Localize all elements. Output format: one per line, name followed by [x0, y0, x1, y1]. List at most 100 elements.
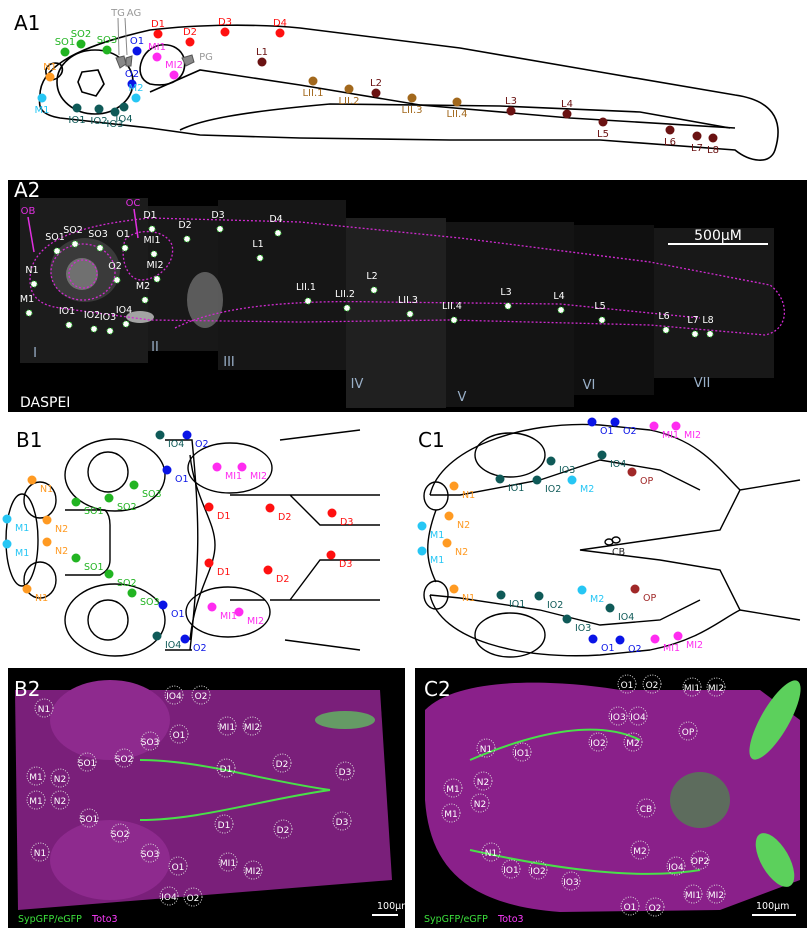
b2-neuromast-label: SO1 [80, 815, 99, 825]
a1-neuromast-dot [132, 46, 142, 56]
b1-neuromast-label: D2 [278, 512, 291, 523]
b1-neuromast-label: SO3 [142, 489, 162, 500]
c1-neuromast-dot [495, 474, 505, 484]
b1-neuromast-dot [42, 537, 52, 547]
a1-neuromast-dot [452, 97, 462, 107]
neuromast-outline [140, 731, 160, 751]
b2-neuromast-label: D3 [336, 818, 349, 828]
neuromast-outline [501, 859, 521, 879]
a1-neuromast-dot [60, 47, 70, 57]
c1-neuromast-label: IO1 [508, 483, 524, 494]
neuromast-outline [528, 860, 548, 880]
a1-neuromast-label: N1 [43, 62, 57, 73]
c1-neuromast-label: N2 [457, 520, 470, 531]
a1-neuromast-label: LII.3 [401, 105, 422, 116]
c1-neuromast-dot [532, 475, 542, 485]
b2-neuromast-label: IO4 [166, 692, 182, 702]
a2-neuromast-spot [53, 247, 61, 255]
b1-neuromast-label: D1 [217, 511, 230, 522]
neuromast-outline [473, 771, 493, 791]
a2-neuromast-spot [183, 235, 191, 243]
b2-neuromast-label: D1 [220, 765, 233, 775]
c1-neuromast-dot [615, 635, 625, 645]
a2-neuromast-label: M1 [20, 294, 34, 305]
c1-neuromast-dot [449, 481, 459, 491]
a2-region-numeral: VI [583, 378, 596, 393]
a1-neuromast-dot [153, 29, 163, 39]
b1-neuromast-dot [27, 475, 37, 485]
c1-neuromast-dot [417, 546, 427, 556]
a2-neuromast-spot [30, 280, 38, 288]
a2-neuromast-spot [343, 304, 351, 312]
neuromast-outline [110, 823, 130, 843]
a2-region-numeral: VII [694, 376, 711, 391]
a2-neuromast-label: D4 [269, 214, 282, 225]
b2-neuromast-label: N2 [54, 775, 66, 785]
a1-neuromast-label: M1 [35, 105, 50, 116]
b2-neuromast-label: IO4 [161, 893, 177, 903]
b1-neuromast-label: O1 [175, 474, 189, 485]
b1-neuromast-label: D3 [339, 559, 352, 570]
a2-neuromast-spot [106, 327, 114, 335]
neuromast-outline [243, 860, 263, 880]
b1-neuromast-label: N2 [55, 524, 68, 535]
a2-scale-label: 500μM [694, 228, 742, 244]
c1-neuromast-label: IO3 [559, 465, 575, 476]
b2-scale-label: 100μm [377, 901, 410, 912]
a2-neuromast-spot [370, 286, 378, 294]
a2-region-numeral: III [223, 355, 235, 370]
c2-neuromast-label: MI1 [685, 891, 701, 901]
b1-neuromast-dot [155, 430, 165, 440]
a1-neuromast-label: IO2 [90, 116, 107, 127]
c1-neuromast-label: MI1 [663, 643, 680, 654]
a1-neuromast-dot [562, 109, 572, 119]
a2-neuromast-spot [256, 254, 264, 262]
b1-neuromast-label: IO4 [165, 640, 181, 651]
c1-neuromast-dot [449, 584, 459, 594]
c2-neuromast-label: OP2 [691, 857, 709, 867]
a1-neuromast-label: SO1 [55, 37, 76, 48]
a1-ganglion-label: AG [127, 8, 141, 19]
b2-neuromast-label: N1 [38, 705, 50, 715]
b2-neuromast-label: D2 [276, 760, 289, 770]
b2-neuromast-label: N1 [34, 849, 46, 859]
a1-neuromast-label: SO3 [97, 35, 118, 46]
a1-neuromast-label: IO4 [115, 114, 132, 125]
a2-neuromast-label: MI2 [146, 260, 163, 271]
c1-neuromast-label: N1 [462, 593, 475, 604]
b2-neuromast-label: M1 [29, 797, 43, 807]
a2-neuromast-spot [691, 330, 699, 338]
b2-gfp-signal [139, 759, 331, 821]
a2-neuromast-label: O1 [116, 229, 130, 240]
a1-neuromast-label: L4 [561, 99, 573, 110]
b1-neuromast-dot [127, 588, 137, 598]
neuromast-outline [561, 871, 581, 891]
c2-neuromast-label: IO4 [668, 863, 684, 873]
panel-letter-b2: B2 [14, 677, 40, 701]
b2-neuromast-label: D3 [339, 768, 352, 778]
c1-neuromast-label: CB [612, 547, 625, 558]
a1-neuromast-label: L3 [505, 96, 517, 107]
c1-neuromast-dot [417, 521, 427, 531]
neuromast-outline [706, 677, 726, 697]
a2-neuromast-spot [71, 240, 79, 248]
c1-neuromast-dot [587, 417, 597, 427]
a1-neuromast-label: L2 [370, 78, 382, 89]
a2-neuromast-label: N1 [25, 265, 38, 276]
b1-neuromast-label: MI2 [250, 471, 267, 482]
a1-neuromast-label: O2 [125, 69, 139, 80]
panel-letter-a1: A1 [14, 11, 40, 35]
c2-gfp-signal [469, 728, 701, 875]
neuromast-outline [26, 766, 46, 786]
neuromast-outline [214, 814, 234, 834]
panel-letter-c1: C1 [418, 428, 445, 452]
neuromast-outline [50, 768, 70, 788]
a2-neuromast-spot [662, 326, 670, 334]
c2-neuromast-label: IO3 [563, 878, 578, 888]
b2-neuromast-label: SO2 [111, 830, 130, 840]
a2-region-numeral: I [33, 346, 37, 361]
a2-region-numeral: IV [351, 377, 364, 392]
a1-neuromast-dot [308, 76, 318, 86]
b1-neuromast-dot [22, 584, 32, 594]
